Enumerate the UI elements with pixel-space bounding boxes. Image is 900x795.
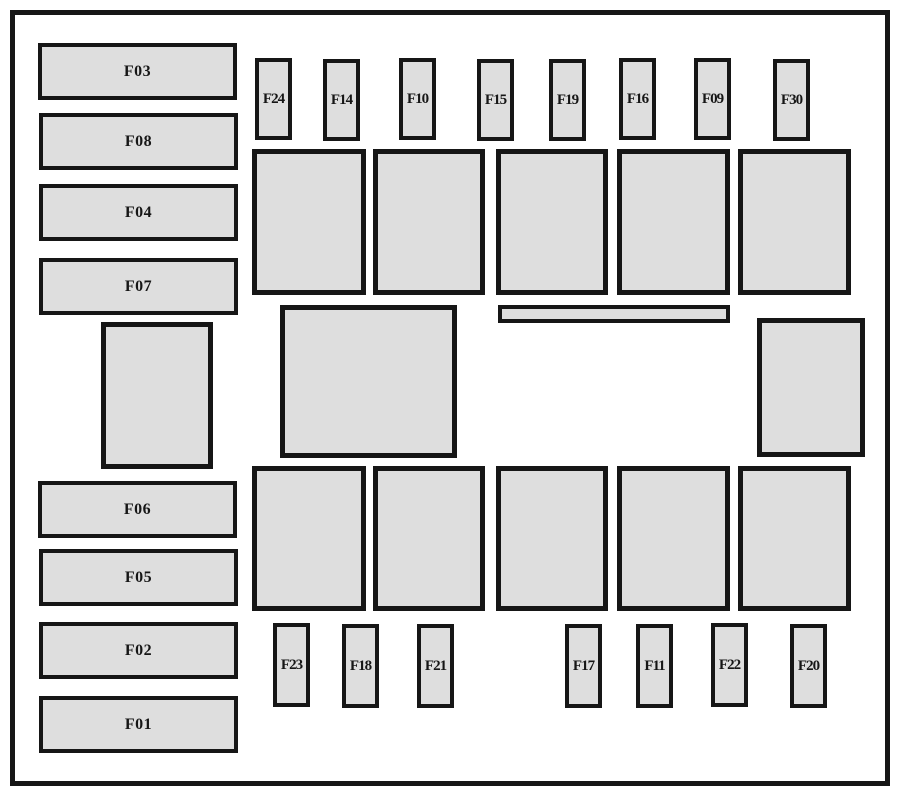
fuse-f07: F07	[39, 258, 238, 315]
fuse-f04: F04	[39, 184, 238, 241]
fuse-f15: F15	[477, 59, 514, 141]
module-center	[280, 305, 457, 458]
fuse-f05: F05	[39, 549, 238, 606]
fuse-f16: F16	[619, 58, 656, 140]
relay-top-3	[496, 149, 608, 295]
fuse-f21: F21	[417, 624, 454, 708]
fuse-f14: F14	[323, 59, 360, 141]
fuse-f11: F11	[636, 624, 673, 708]
relay-bottom-3	[496, 466, 608, 611]
relay-top-1	[252, 149, 366, 295]
fuse-f20: F20	[790, 624, 827, 708]
fuse-f23: F23	[273, 623, 310, 707]
fuse-f10: F10	[399, 58, 436, 140]
relay-bottom-1	[252, 466, 366, 611]
fuse-f24: F24	[255, 58, 292, 140]
connector-strip	[498, 305, 730, 323]
relay-top-5	[738, 149, 851, 295]
fuse-f06: F06	[38, 481, 237, 538]
module-right	[757, 318, 865, 457]
fuse-f30: F30	[773, 59, 810, 141]
fuse-f09: F09	[694, 58, 731, 140]
relay-bottom-4	[617, 466, 730, 611]
fuse-f01: F01	[39, 696, 238, 753]
fuse-f19: F19	[549, 59, 586, 141]
relay-top-4	[617, 149, 730, 295]
fuse-f22: F22	[711, 623, 748, 707]
relay-bottom-2	[373, 466, 485, 611]
fuse-f08: F08	[39, 113, 238, 170]
relay-bottom-5	[738, 466, 851, 611]
relay-top-2	[373, 149, 485, 295]
fuse-f18: F18	[342, 624, 379, 708]
fuse-f17: F17	[565, 624, 602, 708]
fuse-f02: F02	[39, 622, 238, 679]
module-left	[101, 322, 213, 469]
fuse-f03: F03	[38, 43, 237, 100]
